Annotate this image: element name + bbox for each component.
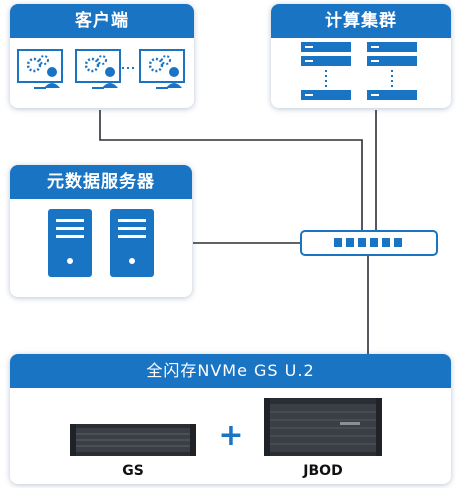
monitor-user-gear-icon bbox=[17, 49, 63, 89]
rack-storage-2u-icon bbox=[70, 424, 196, 456]
storage-panel-title: 全闪存NVMe GS U.2 bbox=[10, 354, 451, 388]
storage-panel: 全闪存NVMe GS U.2 GS + JBOD bbox=[10, 354, 451, 484]
compute-cluster-panel: 计算集群 bbox=[271, 4, 451, 108]
metadata-server-panel: 元数据服务器 bbox=[10, 165, 192, 297]
client-illustration bbox=[17, 49, 185, 89]
rack-storage-4u-icon bbox=[264, 398, 382, 456]
plus-symbol: + bbox=[218, 418, 244, 453]
gs-label: GS bbox=[122, 463, 144, 479]
metadata-server-title: 元数据服务器 bbox=[10, 165, 192, 199]
jbod-label: JBOD bbox=[303, 463, 343, 479]
client-to-switch-line bbox=[99, 110, 363, 232]
client-panel: 客户端 bbox=[10, 4, 194, 108]
client-panel-title: 客户端 bbox=[10, 4, 194, 38]
compute-cluster-title: 计算集群 bbox=[271, 4, 451, 38]
monitor-user-gear-icon bbox=[139, 49, 185, 89]
tower-server-icon bbox=[48, 209, 92, 277]
metadata-server-illustration bbox=[48, 209, 154, 277]
network-switch-icon bbox=[300, 230, 438, 256]
rack-server-icon bbox=[301, 42, 417, 100]
monitor-user-gear-icon bbox=[75, 49, 121, 89]
tower-server-icon bbox=[110, 209, 154, 277]
